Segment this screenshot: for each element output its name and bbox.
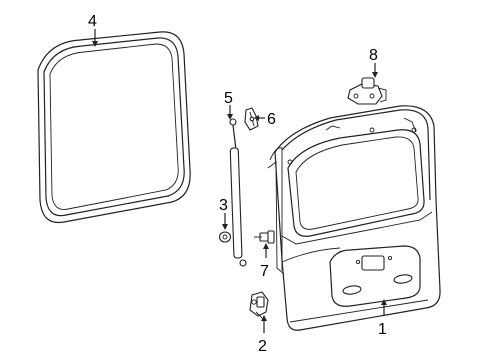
callout-1: 1 <box>378 321 387 338</box>
arrow-5 <box>227 114 233 120</box>
arrow-3 <box>222 224 228 230</box>
hinge-part <box>347 77 387 105</box>
arrow-8 <box>372 72 378 78</box>
strut-bracket-part <box>244 107 259 131</box>
callout-3: 3 <box>219 197 228 214</box>
callout-6: 6 <box>267 111 276 128</box>
callout-8: 8 <box>369 47 378 64</box>
arrow-2 <box>261 315 267 321</box>
bumper-part <box>218 231 232 243</box>
callout-7: 7 <box>260 263 269 280</box>
liftgate-part <box>267 105 441 331</box>
callout-4: 4 <box>88 13 97 30</box>
latch-part <box>249 291 269 319</box>
window-seal-part <box>37 31 191 224</box>
callout-2: 2 <box>258 338 267 355</box>
arrow-6 <box>254 115 259 121</box>
bolt-part <box>254 230 275 244</box>
gas-strut-part <box>229 118 247 267</box>
callout-5: 5 <box>224 90 233 107</box>
arrow-1 <box>381 299 387 305</box>
arrow-7 <box>263 243 269 249</box>
arrow-4 <box>92 41 98 47</box>
